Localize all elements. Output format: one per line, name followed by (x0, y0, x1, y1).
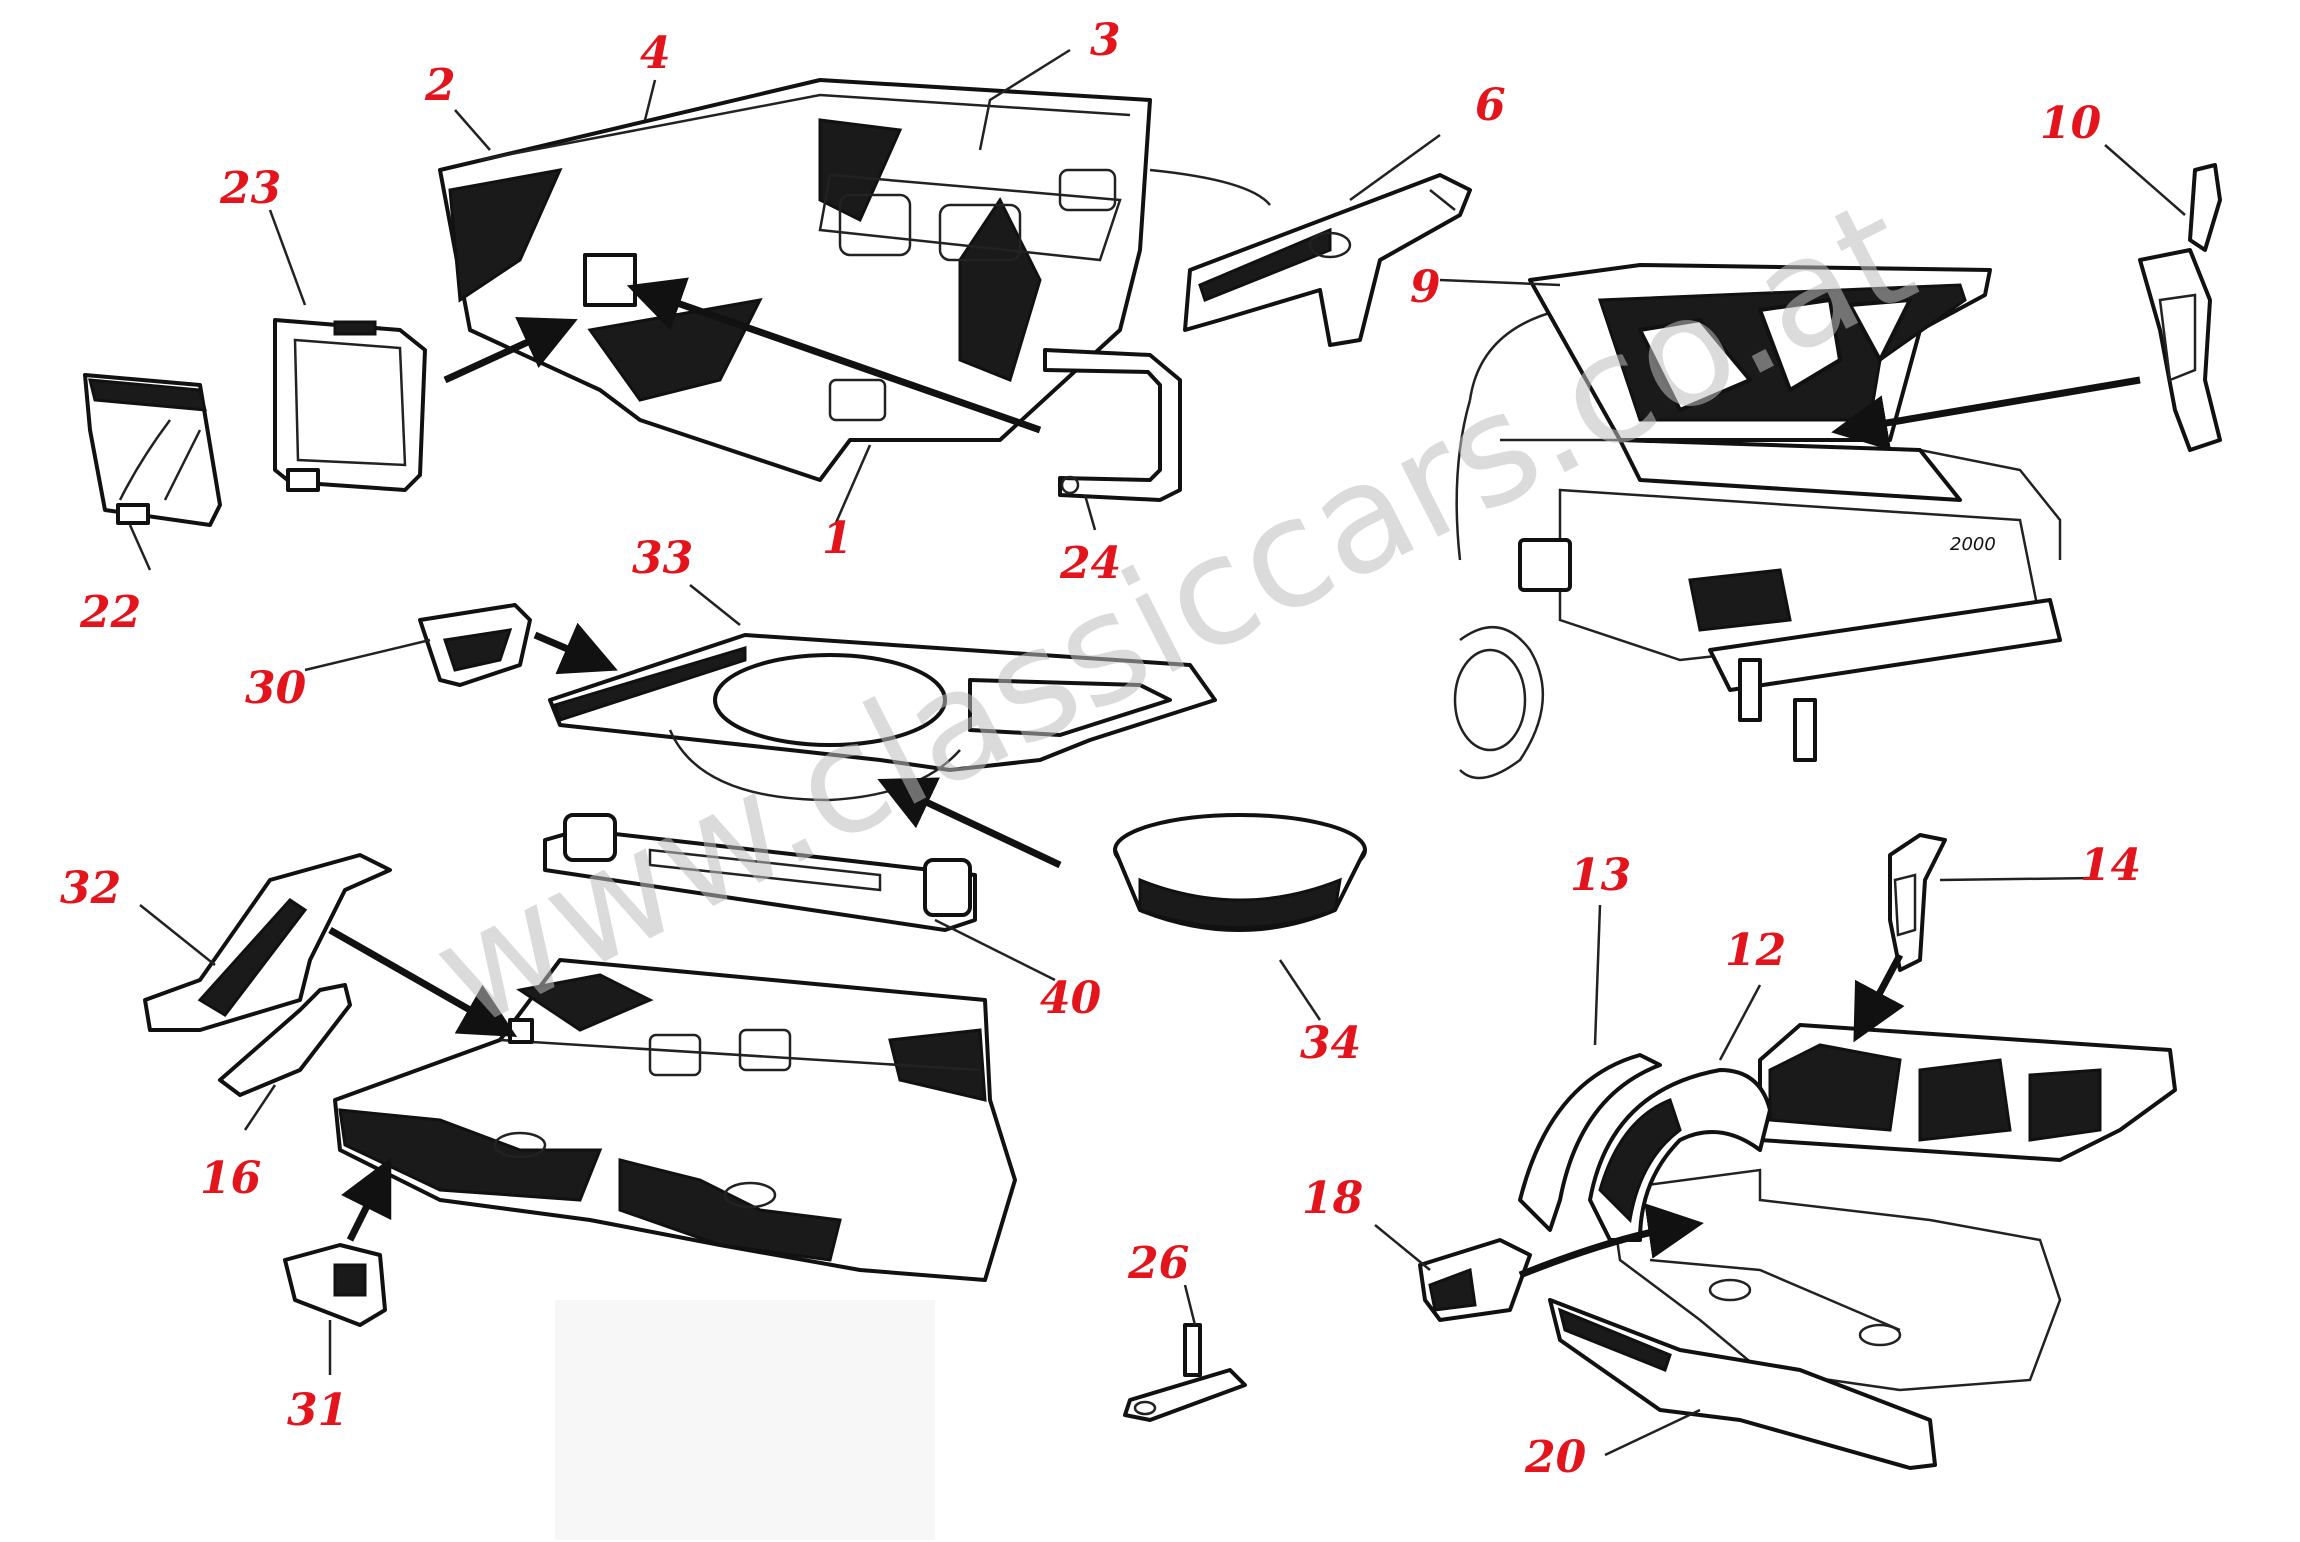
spare-wheel-well-part (1113, 813, 1367, 932)
callout-20: 20 (1524, 1432, 1587, 1483)
callout-1: 1 (822, 513, 853, 564)
callout-40: 40 (1040, 973, 1102, 1024)
paper-patch (555, 1300, 935, 1540)
pillar-trim-part (2138, 163, 2222, 452)
small-bracket-part (418, 603, 532, 687)
side-member-part (143, 853, 392, 1032)
closing-plate-part (1418, 1238, 1532, 1322)
callout-23: 23 (219, 163, 281, 214)
callout-10: 10 (2040, 98, 2102, 149)
callout-3: 3 (1090, 15, 1121, 66)
leader-lines (128, 48, 2186, 1457)
cross-panel-part (543, 813, 977, 932)
trunk-floor-part (333, 958, 1017, 1282)
trunk-assembly-lower-right-part (1608, 1023, 2177, 1392)
small-mount-part (283, 1243, 387, 1327)
callout-4: 4 (640, 28, 671, 79)
callout-9: 9 (1410, 262, 1441, 313)
spare-wheel-tray-panel-part (548, 633, 1217, 802)
callout-labels: 1 2 3 4 6 9 10 12 13 14 16 18 20 22 23 2… (60, 15, 2141, 1483)
assembly-arrows (328, 277, 2141, 1279)
callout-12: 12 (1725, 925, 1786, 976)
callout-16: 16 (200, 1153, 261, 1204)
frame-gasket-part (273, 318, 427, 492)
wheel-arch-part (1518, 1053, 1772, 1242)
side-strip-part (218, 983, 352, 1097)
callout-22: 22 (79, 587, 141, 638)
callout-31: 31 (287, 1385, 348, 1436)
callout-6: 6 (1475, 80, 1506, 131)
corner-bracket-part (1888, 833, 1947, 972)
latch-part (1123, 1323, 1247, 1422)
callout-26: 26 (1127, 1238, 1189, 1289)
rear-valance-part (1548, 1298, 1937, 1470)
rear-panel-bracket-part (1183, 173, 1472, 347)
callout-30: 30 (245, 663, 307, 714)
callout-34: 34 (1300, 1018, 1361, 1069)
trunk-trim-cover-part (83, 373, 222, 527)
callout-24: 24 (1059, 538, 1121, 589)
u-bracket-part (1043, 348, 1182, 502)
callout-13: 13 (1570, 850, 1631, 901)
car-badge-text: 2000 (1950, 534, 1996, 555)
callout-18: 18 (1302, 1173, 1363, 1224)
callout-33: 33 (632, 533, 693, 584)
rear-end-shell-part (438, 78, 1152, 482)
callout-32: 32 (60, 863, 121, 914)
callout-14: 14 (2080, 840, 2141, 891)
callout-2: 2 (424, 60, 456, 111)
